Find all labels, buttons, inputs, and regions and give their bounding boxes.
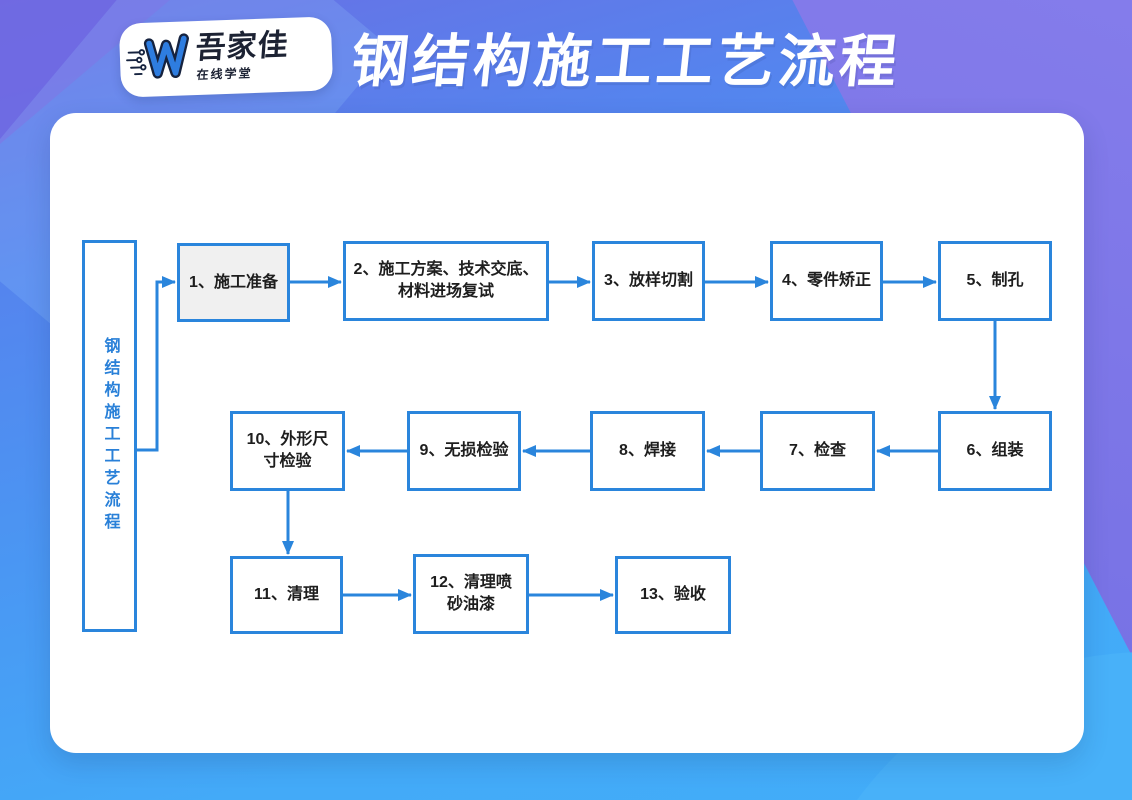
flowchart-card: 钢结构施工工艺流程 1、施工准备 2、施工方案、技术交底、 材料进场复试 3、放…	[50, 113, 1084, 753]
flow-step-13: 13、验收	[615, 556, 731, 634]
brand-name: 吾家佳	[194, 28, 290, 65]
connector-side-to-1	[137, 276, 176, 452]
header: 吾家佳 在线学堂 钢结构施工工艺流程	[0, 0, 1132, 113]
flow-step-10-label: 10、外形尺 寸检验	[246, 431, 329, 470]
flow-step-4-label: 4、零件矫正	[782, 272, 871, 290]
flow-step-1-label: 1、施工准备	[189, 273, 278, 291]
flow-step-2-label: 2、施工方案、技术交底、 材料进场复试	[353, 261, 539, 300]
flow-step-6-label: 6、组装	[966, 442, 1024, 460]
flow-step-1: 1、施工准备	[177, 243, 290, 322]
flow-step-5: 5、制孔	[938, 241, 1052, 321]
w-logo-icon	[125, 27, 193, 92]
flow-step-5-label: 5、制孔	[966, 272, 1024, 290]
flow-step-4: 4、零件矫正	[770, 241, 883, 321]
flow-step-11-label: 11、清理	[254, 586, 319, 604]
flow-step-9-label: 9、无损检验	[419, 442, 509, 460]
flow-step-12: 12、清理喷 砂油漆	[413, 554, 529, 634]
flow-step-7: 7、检查	[760, 411, 875, 491]
flow-step-12-label: 12、清理喷 砂油漆	[430, 574, 512, 613]
flow-connectors	[137, 276, 1001, 601]
flow-side-label-box: 钢结构施工工艺流程	[82, 240, 137, 632]
page-title: 钢结构施工工艺流程	[348, 30, 904, 94]
flow-step-6: 6、组装	[938, 411, 1052, 491]
flow-step-7-label: 7、检查	[789, 442, 846, 460]
flow-side-label: 钢结构施工工艺流程	[101, 337, 119, 535]
flow-step-2: 2、施工方案、技术交底、 材料进场复试	[343, 241, 549, 321]
flow-step-3-label: 3、放样切割	[604, 272, 693, 290]
flow-step-10: 10、外形尺 寸检验	[230, 411, 345, 491]
brand-logo: 吾家佳 在线学堂	[118, 16, 334, 98]
brand-subtitle: 在线学堂	[196, 66, 254, 83]
flow-step-3: 3、放样切割	[592, 241, 705, 321]
flow-step-11: 11、清理	[230, 556, 343, 634]
flow-step-8: 8、焊接	[590, 411, 705, 491]
flow-step-9: 9、无损检验	[407, 411, 521, 491]
flow-step-8-label: 8、焊接	[619, 442, 676, 460]
flow-step-13-label: 13、验收	[640, 586, 706, 604]
